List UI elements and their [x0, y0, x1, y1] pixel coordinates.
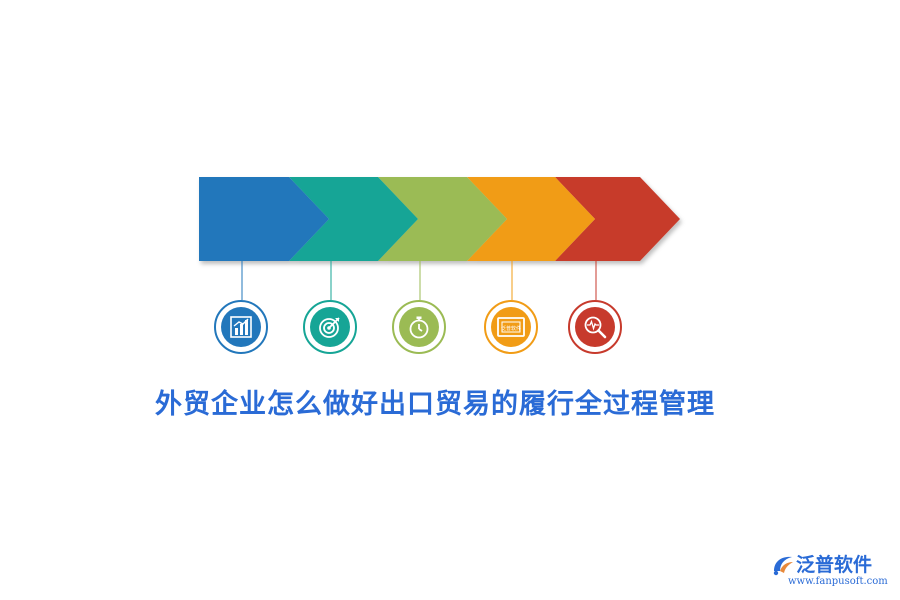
step-4-monitor-icon: 泛普软件 [484, 300, 538, 354]
chevron-step-4 [467, 177, 595, 261]
stopwatch-icon [399, 307, 439, 347]
page-title: 外贸企业怎么做好出口贸易的履行全过程管理 [155, 389, 715, 420]
step-3-stopwatch-icon [392, 300, 446, 354]
magnifier-pulse-icon [575, 307, 615, 347]
brand-watermark: 泛普软件 www.fanpusoft.com [770, 552, 898, 596]
chevron-step-1 [199, 177, 329, 261]
fanpu-logo-icon [773, 556, 793, 576]
chevron-step-5 [555, 177, 680, 261]
chevron-step-3 [378, 177, 507, 261]
chevron-step-2 [289, 177, 418, 261]
brand-url: www.fanpusoft.com [788, 576, 888, 587]
step-1-bar-chart-icon [214, 300, 268, 354]
monitor-icon: 泛普软件 [491, 307, 531, 347]
monitor-brand-text: 泛普软件 [501, 325, 521, 332]
brand-name: 泛普软件 [796, 554, 873, 576]
step-5-magnifier-pulse-icon [568, 300, 622, 354]
step-2-target-icon [303, 300, 357, 354]
target-icon [310, 307, 350, 347]
bar-chart-icon [221, 307, 261, 347]
